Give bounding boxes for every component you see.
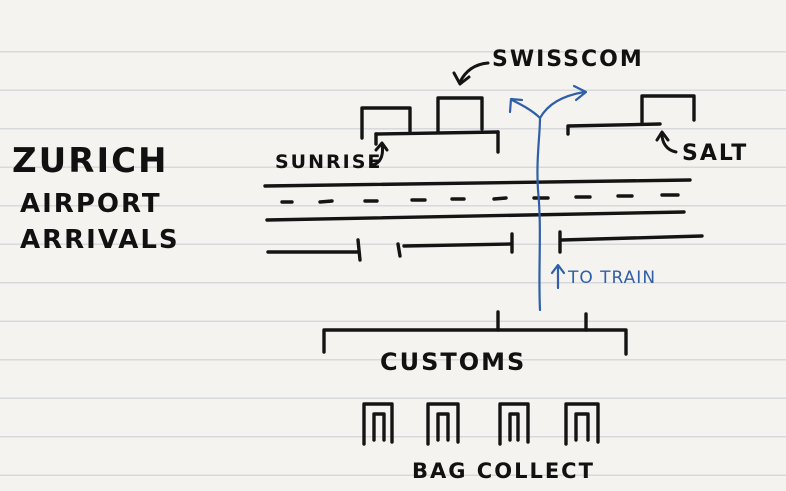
kerb-2 <box>402 242 512 248</box>
road-edge-top <box>263 178 692 188</box>
salt-label-group: SALT <box>655 130 748 166</box>
salt-booth <box>566 94 696 136</box>
swisscom-arrowhead <box>452 71 471 86</box>
train-route-line <box>536 116 542 312</box>
title-line-3: ARRIVALS <box>20 225 180 255</box>
booth-1 <box>360 106 412 140</box>
road-edge-bottom <box>265 210 686 222</box>
swisscom-label-group: SWISSCOM <box>452 47 644 86</box>
sunrise-label: SUNRISE <box>275 151 382 173</box>
booth-2 <box>436 96 484 133</box>
booth-counter <box>374 130 500 136</box>
sunrise-arrow <box>371 142 384 167</box>
carousel-1 <box>362 402 394 446</box>
bag-carousels: BAG COLLECT <box>362 402 600 483</box>
kerb-1-tick <box>356 238 362 262</box>
customs-bracket <box>322 328 628 356</box>
swisscom-arrow <box>458 61 490 84</box>
kerb-segments <box>266 230 704 262</box>
salt-counter <box>566 122 662 136</box>
carousel-4 <box>564 402 600 446</box>
carousel-2 <box>426 402 460 446</box>
salt-arrow <box>660 132 678 154</box>
road <box>263 178 692 222</box>
salt-arrowhead <box>655 130 670 142</box>
salt-label: SALT <box>682 141 748 166</box>
shop-booths-left <box>360 96 500 154</box>
bag-collect-label: BAG COLLECT <box>412 459 595 483</box>
train-route-branch-left <box>510 98 542 120</box>
train-route-arrowhead-left <box>508 97 524 114</box>
road-lane-dashes <box>280 193 680 204</box>
title-line-2: AIRPORT <box>20 189 162 219</box>
swisscom-label: SWISSCOM <box>492 47 644 72</box>
to-train-label: TO TRAIN <box>567 268 656 288</box>
customs: CUSTOMS <box>322 310 628 376</box>
sunrise-label-group: SUNRISE <box>275 141 389 173</box>
carousel-3 <box>498 402 530 446</box>
train-route: TO TRAIN <box>508 84 656 312</box>
title-block: ZURICH AIRPORT ARRIVALS <box>12 141 180 255</box>
customs-label: CUSTOMS <box>380 348 526 376</box>
train-route-branch-right <box>538 90 586 120</box>
sunrise-arrowhead <box>374 141 389 152</box>
kerb-3 <box>560 234 704 242</box>
booth-3 <box>640 94 696 124</box>
train-route-arrowhead-right <box>572 84 588 102</box>
to-train-arrow <box>550 263 566 290</box>
kerb-2-tick-left <box>396 242 402 258</box>
title-line-1: ZURICH <box>12 141 169 181</box>
